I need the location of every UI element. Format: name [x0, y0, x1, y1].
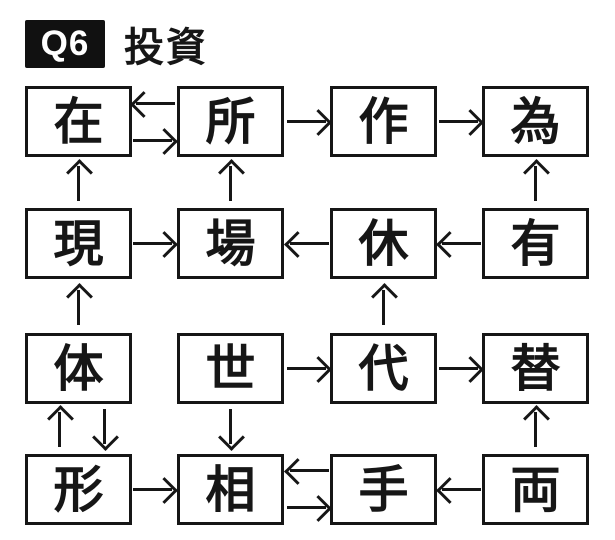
kanji-text-r3c3: 代: [358, 340, 409, 397]
kanji-box-r3c3: 代: [330, 333, 437, 404]
kanji-box-r2c1: 現: [25, 208, 132, 279]
arrow-right-r1c1-to-r1c2-icon: [132, 127, 178, 155]
arrow-up-r3c1-to-r2c1-icon: [65, 283, 93, 327]
page-title: 投資: [124, 20, 208, 70]
kanji-text-r3c1: 体: [53, 340, 104, 397]
kanji-box-r2c3: 休: [330, 208, 437, 279]
kanji-text-r2c4: 有: [510, 215, 561, 272]
kanji-box-r3c2: 世: [177, 333, 284, 404]
kanji-box-r3c4: 替: [482, 333, 589, 404]
arrow-right-r4c1-to-r4c2-icon: [132, 476, 178, 504]
kanji-text-r4c3: 手: [358, 461, 409, 518]
kanji-text-r2c3: 休: [358, 215, 409, 272]
question-number-label: Q6: [40, 24, 90, 63]
kanji-box-r1c1: 在: [25, 86, 132, 157]
arrow-right-r4c2-to-r4c3-icon: [286, 494, 332, 522]
arrow-left-r2c3-to-r2c2-icon: [284, 230, 330, 258]
kanji-text-r4c1: 形: [53, 461, 104, 518]
page-title-text: 投資: [124, 26, 208, 70]
kanji-text-r1c1: 在: [53, 93, 104, 150]
arrow-right-r2c1-to-r2c2-icon: [132, 230, 178, 258]
arrow-up-r2c1-to-r1c1-icon: [65, 159, 93, 203]
arrow-down-r3c2-to-r4c2-icon: [217, 407, 245, 451]
kanji-box-r4c4: 両: [482, 454, 589, 525]
kanji-box-r1c2: 所: [177, 86, 284, 157]
kanji-text-r1c2: 所: [205, 93, 256, 150]
arrow-left-r4c4-to-r4c3-icon: [436, 476, 482, 504]
kanji-text-r3c4: 替: [510, 340, 561, 397]
kanji-text-r4c4: 両: [510, 461, 561, 518]
arrow-up-r4c4-to-r3c4-icon: [522, 405, 550, 449]
question-number-badge: Q6: [25, 20, 105, 68]
arrow-up-r4c1-to-r3c1-icon: [46, 405, 74, 449]
kanji-box-r2c4: 有: [482, 208, 589, 279]
arrow-up-r2c4-to-r1c4-icon: [522, 159, 550, 203]
kanji-box-r4c2: 相: [177, 454, 284, 525]
kanji-box-r3c1: 体: [25, 333, 132, 404]
kanji-box-r1c3: 作: [330, 86, 437, 157]
arrow-right-r1c2-to-r1c3-icon: [286, 108, 332, 136]
kanji-box-r4c3: 手: [330, 454, 437, 525]
arrow-up-r2c2-to-r1c2-icon: [217, 159, 245, 203]
arrow-left-r2c4-to-r2c3-icon: [436, 230, 482, 258]
arrow-left-r4c3-to-r4c2-icon: [284, 457, 330, 485]
arrow-down-r3c1-to-r4c1-icon: [91, 407, 119, 451]
arrow-right-r3c3-to-r3c4-icon: [438, 355, 484, 383]
arrow-up-r3c3-to-r2c3-icon: [370, 283, 398, 327]
kanji-text-r4c2: 相: [205, 461, 256, 518]
arrow-right-r3c2-to-r3c3-icon: [286, 355, 332, 383]
arrow-left-r1c2-to-r1c1-icon: [130, 90, 176, 118]
kanji-box-r2c2: 場: [177, 208, 284, 279]
arrow-right-r1c3-to-r1c4-icon: [438, 108, 484, 136]
kanji-text-r2c1: 現: [53, 215, 104, 272]
kanji-box-r4c1: 形: [25, 454, 132, 525]
kanji-box-r1c4: 為: [482, 86, 589, 157]
kanji-text-r3c2: 世: [205, 340, 256, 397]
kanji-text-r1c3: 作: [358, 93, 409, 150]
kanji-text-r2c2: 場: [205, 215, 256, 272]
kanji-text-r1c4: 為: [510, 93, 561, 150]
